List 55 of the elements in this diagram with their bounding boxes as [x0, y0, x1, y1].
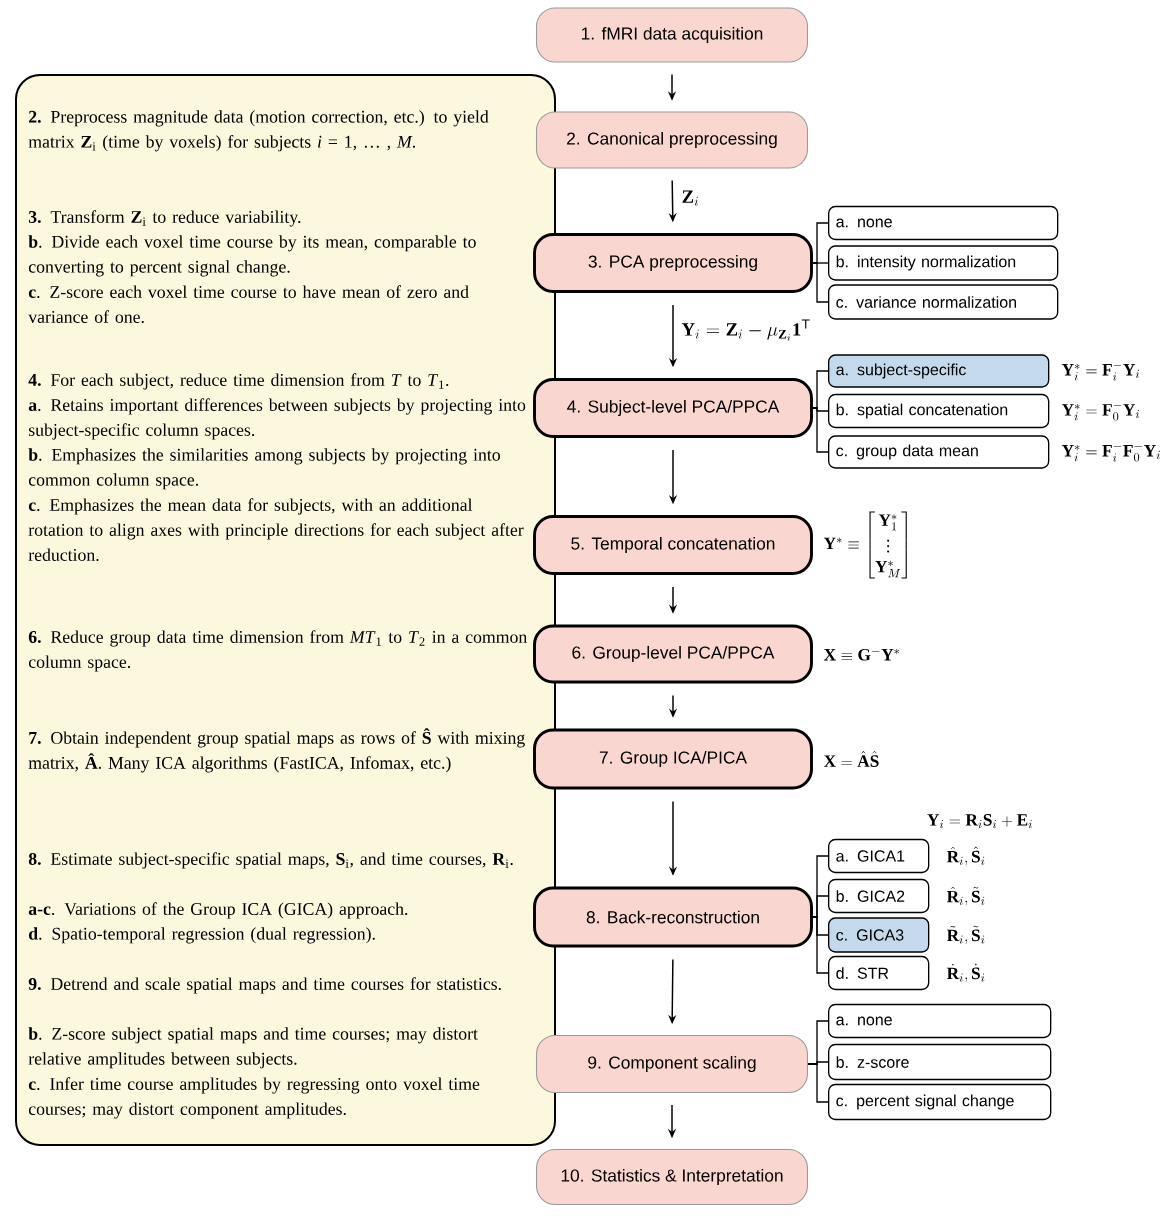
description-text: c. Emphasizes the mean data for subjects, with an additional rotation to align axes with principle directions for each subject after reduction.: [28, 498, 524, 561]
process-box: 10. Statistics & Interpretation: [535, 1148, 809, 1206]
formula: $\mathbf{X}=\hat{\mathbf{A}}\hat{\mathbf{S}}$: [823, 751, 879, 767]
process-box: 5. Temporal concatenation: [533, 515, 813, 575]
option-box: a. GICA1: [828, 838, 930, 874]
process-box: 9. Component scaling: [535, 1034, 809, 1094]
formula: $\hat{\mathbf{R}}_i,\tilde{\mathbf{S}}_i$: [946, 886, 985, 906]
description-text: 6. Reduce group data time dimension from MT$_{1}$ to T$_{2}$ in a common column space.: [28, 630, 527, 672]
option-box: a. none: [828, 205, 1059, 241]
formula: $\mathbf{Y}_i^{*}=\mathbf{F}_i^{-}\mathbf{Y}_i$: [1061, 364, 1140, 381]
formula: $\mathbf{Y}_i=\mathbf{R}_i\mathbf{S}_i+\mathbf{E}_i$: [927, 814, 1032, 829]
description-text: a. Retains important differences between subjects by projecting into subject-specific column spaces.: [28, 398, 526, 440]
option-box: c. group data mean: [828, 435, 1050, 469]
process-box: 1. fMRI data acquisition: [535, 7, 809, 63]
process-box: 6. Group-level PCA/PPCA: [533, 624, 813, 684]
description-text: d. Spatio-temporal regression (dual regression).: [29, 927, 375, 944]
option-box: c. GICA3: [828, 917, 930, 953]
description-text: a-c. Variations of the Group ICA (GICA) approach.: [28, 902, 408, 919]
option-box: c. variance normalization: [828, 284, 1059, 320]
description-text: b. Emphasizes the similarities among subjects by projecting into common column space.: [28, 448, 500, 490]
process-box: 3. PCA preprocessing: [533, 233, 813, 293]
option-box: c. percent signal change: [828, 1083, 1052, 1121]
option-box: a. subject-specific: [828, 354, 1050, 388]
formula: $\mathbf{Y}_i^{*}=\mathbf{F}_i^{-}\mathbf{F}_0^{-}\mathbf{Y}_i$: [1061, 445, 1160, 462]
bracket-line: [807, 1063, 829, 1103]
description-text: b. Z-score subject spatial maps and time courses; may distort relative amplitudes between subjects.: [28, 1027, 478, 1069]
option-box: d. STR: [828, 955, 930, 991]
process-box: 4. Subject-level PCA/PPCA: [533, 378, 813, 438]
formula: $\mathbf{Y}^{*}\equiv\begin{bmatrix}\mathbf{Y}_1^{*}\\ \vdots\\ \mathbf{Y}_M^{*}\end{bmatrix}$: [823, 511, 907, 579]
option-box: b. GICA2: [828, 878, 930, 914]
process-box: 8. Back-reconstruction: [533, 886, 813, 948]
bracket-line: [812, 407, 829, 453]
option-box: b. z-score: [828, 1043, 1052, 1081]
description-text: 4. For each subject, reduce time dimension from T to T$_{1}$.: [28, 373, 449, 390]
description-text: b. Divide each voxel time course by its mean, comparable to converting to percent signal change.: [28, 235, 476, 277]
description-text: 2. Preprocess magnitude data (motion correction, etc.) to yield matrix Z$_{i}$ (time by voxels) for subjects i = 1, … , M.: [28, 110, 489, 152]
formula: $\tilde{\mathbf{R}}_i,\tilde{\mathbf{S}}_i$: [946, 925, 985, 945]
description-text: 9. Detrend and scale spatial maps and time courses for statistics.: [28, 977, 501, 994]
option-box: b. intensity normalization: [828, 245, 1059, 281]
process-box: 7. Group ICA/PICA: [533, 728, 813, 790]
formula: $\mathbf{X}\equiv\mathbf{G}^{-}\mathbf{Y}^{*}$: [823, 648, 900, 661]
description-text: 7. Obtain independent group spatial maps as rows of Ŝ with mixing matrix, Â. Many ICA algorithms (FastICA, Infomax, etc.): [28, 728, 525, 773]
option-box: b. spatial concatenation: [828, 393, 1050, 429]
description-text: c. Infer time course amplitudes by regressing onto voxel time courses; may distort component amplitudes.: [28, 1077, 480, 1119]
formula: $\mathbf{Y}_i^{*}=\mathbf{F}_0^{-}\mathbf{Y}_i$: [1061, 404, 1140, 421]
edge-label: $\mathbf{Z}_i$: [682, 190, 698, 206]
description-text: 3. Transform Z$_{i}$ to reduce variability.: [28, 210, 301, 227]
description-text: 8. Estimate subject-specific spatial maps, S$_{i}$, and time courses, R$_{i}$.: [28, 852, 513, 869]
option-box: a. none: [828, 1003, 1052, 1039]
process-box: 2. Canonical preprocessing: [535, 111, 809, 169]
formula: $\hat{\mathbf{R}}_i,\hat{\mathbf{S}}_i$: [946, 846, 985, 866]
edge-label: $\mathbf{Y}_i=\mathbf{Z}_i-\mu_{\mathbf{Z}_i}\mathbf{1}^{\mathsf{T}}$: [681, 319, 810, 341]
formula: $\dot{\mathbf{R}}_i,\dot{\mathbf{S}}_i$: [946, 963, 985, 983]
bracket-line: [812, 262, 829, 303]
description-text: c. Z-score each voxel time course to have mean of zero and variance of one.: [28, 285, 469, 323]
